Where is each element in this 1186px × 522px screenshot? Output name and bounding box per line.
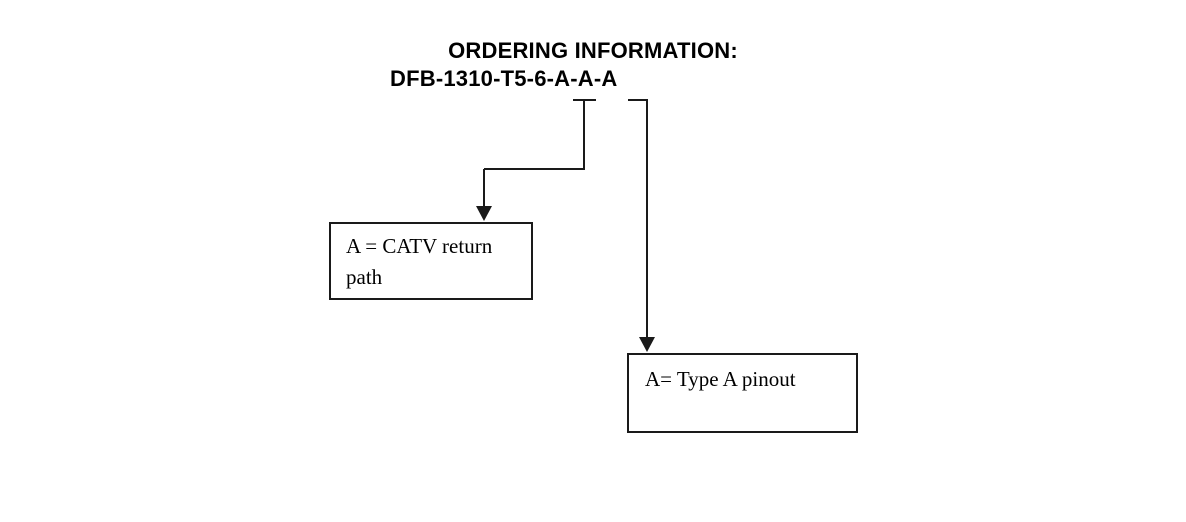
- diagram-title: ORDERING INFORMATION:: [448, 38, 738, 63]
- arrow-down-icon: [639, 337, 655, 352]
- part-number: DFB-1310-T5-6-A-A-A: [390, 66, 618, 91]
- connector-type-a-pinout: [628, 99, 655, 352]
- callout-catv-return-path: A = CATV return path: [329, 222, 533, 300]
- callout-type-a-pinout: A= Type A pinout: [627, 353, 858, 433]
- connector-catv-return-path: [476, 99, 596, 221]
- arrow-down-icon: [476, 206, 492, 221]
